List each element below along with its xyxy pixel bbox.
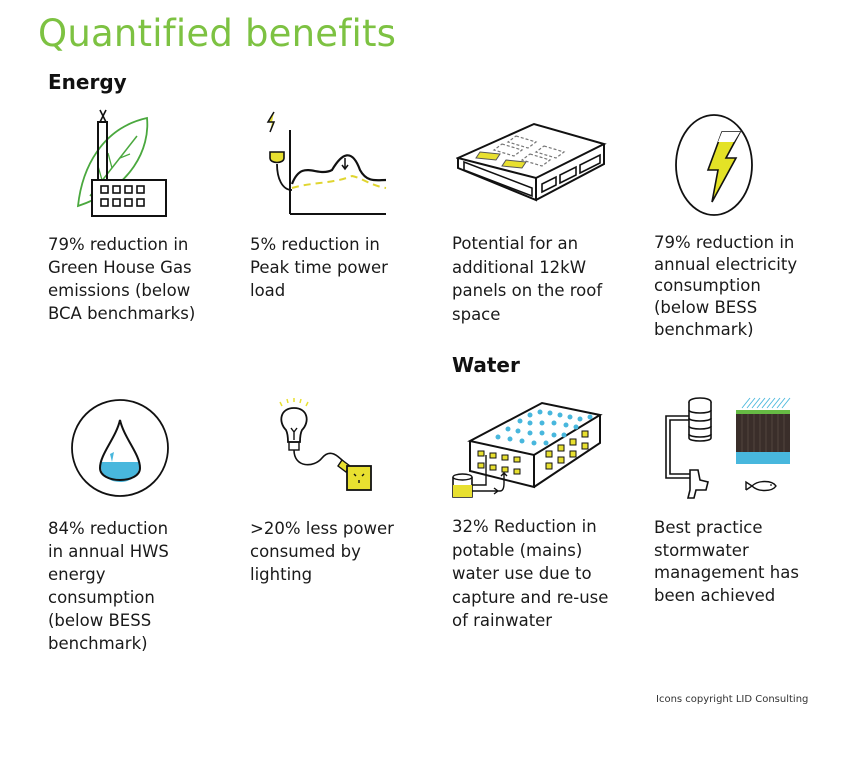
stormwater-icon xyxy=(662,394,796,502)
benefit-text-stormwater: Best practice stormwater management has … xyxy=(654,518,799,605)
benefit-text-solar: Potential for an additional 12kW panels … xyxy=(452,234,603,324)
benefit-text-hws: 84% reduction in annual HWS energy consu… xyxy=(48,519,169,653)
section-heading-energy: Energy xyxy=(48,70,127,94)
page-title: Quantified benefits xyxy=(38,12,397,55)
peak-load-graph-icon xyxy=(262,108,390,220)
benefit-text-lighting: >20% less power consumed by lighting xyxy=(250,519,394,584)
light-bulb-plug-icon xyxy=(274,398,378,496)
lightning-bolt-icon xyxy=(674,112,754,218)
icons-copyright: Icons copyright LID Consulting xyxy=(656,694,809,705)
section-heading-water: Water xyxy=(452,353,520,377)
factory-leaf-icon xyxy=(72,108,172,220)
benefit-text-peak-load: 5% reduction in Peak time power load xyxy=(250,235,388,300)
rainwater-building-icon xyxy=(450,393,606,501)
benefit-text-electricity: 79% reduction in annual electricity cons… xyxy=(654,233,798,339)
benefit-text-ghg: 79% reduction in Green House Gas emissio… xyxy=(48,235,196,323)
water-drop-icon xyxy=(68,398,172,498)
solar-roof-icon xyxy=(454,118,612,210)
benefit-text-rainwater: 32% Reduction in potable (mains) water u… xyxy=(452,517,609,630)
